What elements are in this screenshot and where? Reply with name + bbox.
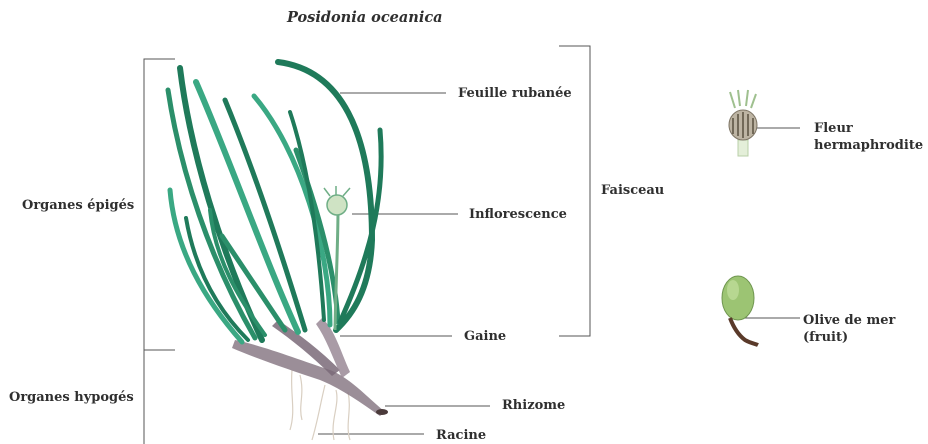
label-organes-epiges: Organes épigés xyxy=(22,198,134,213)
leader-lines xyxy=(318,93,800,434)
flower-illustration xyxy=(729,90,757,156)
label-fleur-line2: hermaphrodite xyxy=(814,138,923,153)
label-racine: Racine xyxy=(436,428,486,443)
label-rhizome: Rhizome xyxy=(502,398,565,413)
label-inflorescence: Inflorescence xyxy=(469,207,567,222)
label-feuille-rubanee: Feuille rubanée xyxy=(458,86,572,101)
label-olive-line2: (fruit) xyxy=(803,330,848,345)
label-organes-hypoges: Organes hypogés xyxy=(9,390,134,405)
label-fleur-line1: Fleur xyxy=(814,121,853,136)
label-faisceau: Faisceau xyxy=(601,183,664,198)
olive-illustration xyxy=(722,276,758,345)
label-gaine: Gaine xyxy=(464,329,506,344)
label-olive-line1: Olive de mer xyxy=(803,313,895,328)
leaves xyxy=(168,62,381,342)
